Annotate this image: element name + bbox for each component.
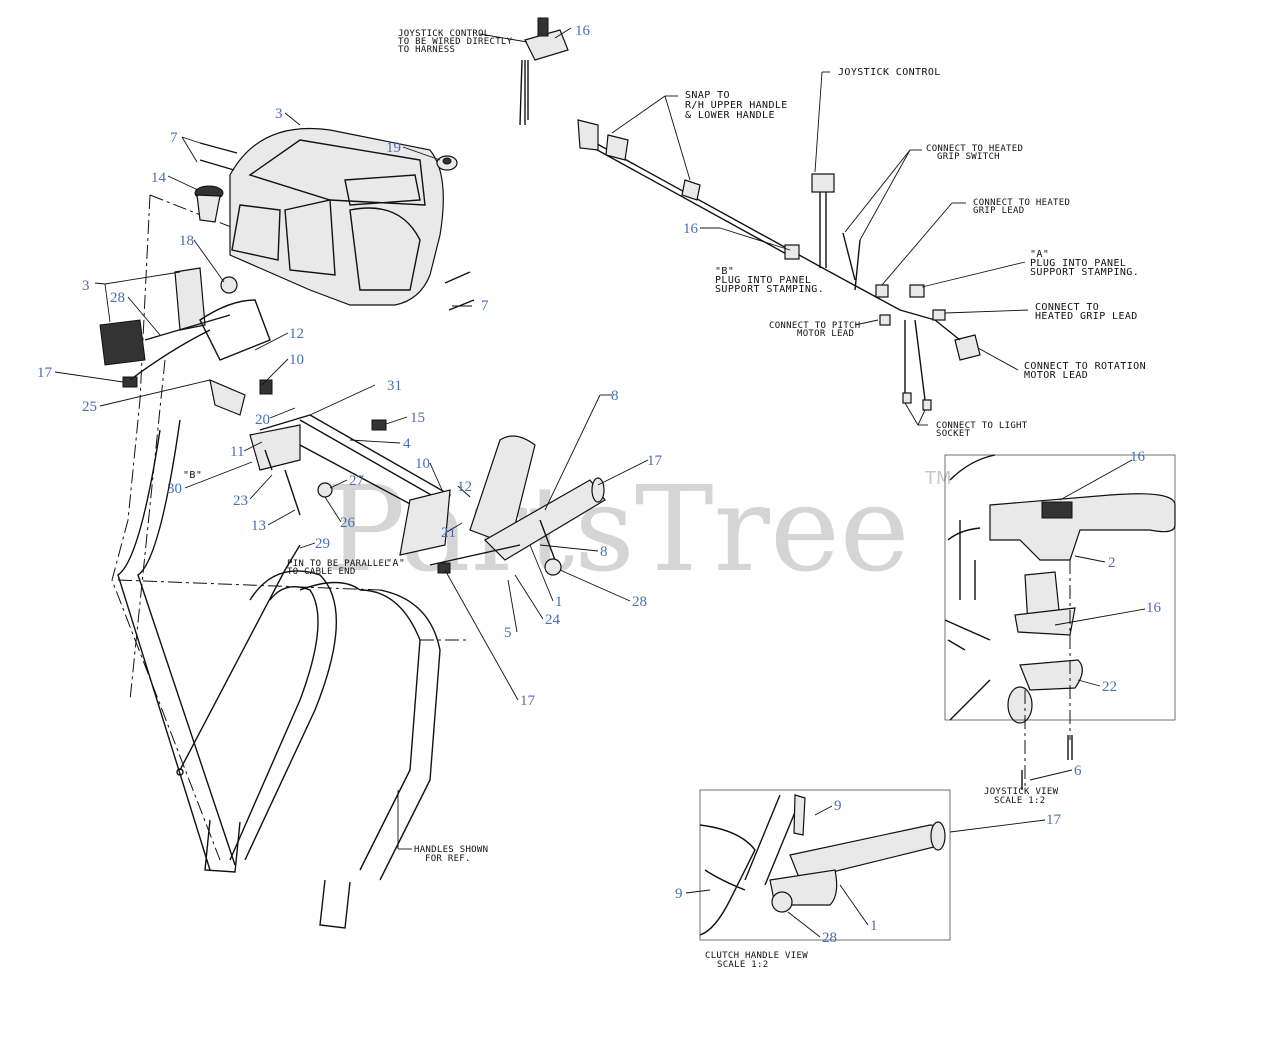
callout-30: 30 xyxy=(167,481,182,497)
clutch-grip xyxy=(429,435,606,576)
callout-16: 16 xyxy=(1146,600,1162,616)
note-heated-grip-lead-2: CONNECT TO HEATED GRIP LEAD xyxy=(1035,302,1138,322)
note-joystick-wired: JOYSTICK CONTROL TO BE WIRED DIRECTLY TO… xyxy=(398,29,518,55)
joystick-top xyxy=(519,17,569,126)
callout-12: 12 xyxy=(457,479,472,495)
note-a-label: "A" xyxy=(386,558,405,569)
part-18-button xyxy=(220,276,238,294)
note-pitch-motor: CONNECT TO PITCH MOTOR LEAD xyxy=(769,321,866,339)
note-clutch-view: CLUTCH HANDLE VIEW SCALE 1:2 xyxy=(705,951,814,970)
callout-15: 15 xyxy=(410,410,425,426)
callout-28: 28 xyxy=(822,930,837,946)
callout-21: 21 xyxy=(441,525,456,541)
dash-panel xyxy=(229,127,444,306)
callout-17: 17 xyxy=(520,693,536,709)
callout-17: 17 xyxy=(647,453,663,469)
note-light-socket: CONNECT TO LIGHT SOCKET xyxy=(936,421,1033,439)
callout-23: 23 xyxy=(233,493,248,509)
callout-26: 26 xyxy=(340,515,356,531)
callout-28: 28 xyxy=(632,594,647,610)
note-rotation-motor: CONNECT TO ROTATION MOTOR LEAD xyxy=(1024,361,1152,381)
screw xyxy=(199,142,238,171)
callout-16: 16 xyxy=(683,221,699,237)
callout-16: 16 xyxy=(575,23,591,39)
note-joystick-control: JOYSTICK CONTROL xyxy=(838,67,941,78)
callout-5: 5 xyxy=(504,625,512,641)
callout-2: 2 xyxy=(1108,555,1116,571)
cable-end xyxy=(176,768,184,776)
callout-10: 10 xyxy=(415,456,430,472)
wire-harness xyxy=(577,119,981,411)
callout-14: 14 xyxy=(151,170,167,186)
callout-27: 27 xyxy=(349,473,365,489)
note-pin-parallel: PIN TO BE PARALLEL TO CABLE END xyxy=(287,559,396,577)
note-plug-a: "A" PLUG INTO PANEL SUPPORT STAMPING. xyxy=(1030,249,1139,278)
callout-19: 19 xyxy=(386,140,401,156)
clutch-handle-view xyxy=(699,789,951,941)
knob xyxy=(194,185,224,223)
callout-16: 16 xyxy=(1130,449,1146,465)
callout-18: 18 xyxy=(179,233,194,249)
cable xyxy=(179,544,301,771)
watermark-trademark: TM xyxy=(924,468,952,489)
note-plug-b: "B" PLUG INTO PANEL SUPPORT STAMPING. xyxy=(715,266,824,295)
diagram-notes: JOYSTICK CONTROL TO BE WIRED DIRECTLY TO… xyxy=(183,29,1152,970)
callout-13: 13 xyxy=(251,518,266,534)
callout-24: 24 xyxy=(545,612,561,628)
callout-8: 8 xyxy=(611,388,619,404)
callout-17: 17 xyxy=(1046,812,1062,828)
callout-9: 9 xyxy=(675,886,683,902)
note-b-label: "B" xyxy=(183,470,202,481)
callout-1: 1 xyxy=(870,918,878,934)
callout-12: 12 xyxy=(289,326,304,342)
leader-lines xyxy=(54,27,1146,938)
callout-8: 8 xyxy=(600,544,608,560)
callout-31: 31 xyxy=(387,378,402,394)
callout-3: 3 xyxy=(82,278,90,294)
note-joystick-view: JOYSTICK VIEW SCALE 1:2 xyxy=(984,787,1064,806)
callout-1: 1 xyxy=(555,594,563,610)
panel-support-shaft xyxy=(249,379,451,556)
callout-20: 20 xyxy=(255,412,270,428)
callout-4: 4 xyxy=(403,436,411,452)
note-heated-grip-lead: CONNECT TO HEATED GRIP LEAD xyxy=(973,198,1076,216)
callout-6: 6 xyxy=(1074,763,1082,779)
note-handles-shown: HANDLES SHOWN FOR REF. xyxy=(414,845,494,864)
joystick-view xyxy=(944,454,1176,790)
callout-22: 22 xyxy=(1102,679,1117,695)
callout-25: 25 xyxy=(82,399,97,415)
callout-10: 10 xyxy=(289,352,304,368)
callout-7: 7 xyxy=(481,298,489,314)
note-heated-grip-switch: CONNECT TO HEATED GRIP SWITCH xyxy=(926,144,1029,162)
screw xyxy=(444,271,475,311)
callout-numbers: 16 3 7 19 14 18 3 28 12 10 17 31 25 20 1… xyxy=(37,23,1162,946)
handles-reference xyxy=(111,194,470,929)
callout-28: 28 xyxy=(110,290,125,306)
left-bracket-assembly xyxy=(99,267,271,416)
callout-29: 29 xyxy=(315,536,330,552)
note-snap-to: SNAP TO R/H UPPER HANDLE & LOWER HANDLE xyxy=(685,90,794,121)
callout-17: 17 xyxy=(37,365,53,381)
callout-11: 11 xyxy=(230,444,244,460)
callout-9: 9 xyxy=(834,798,842,814)
callout-3: 3 xyxy=(275,106,283,122)
part-19-cap xyxy=(436,155,458,171)
callout-7: 7 xyxy=(170,130,178,146)
